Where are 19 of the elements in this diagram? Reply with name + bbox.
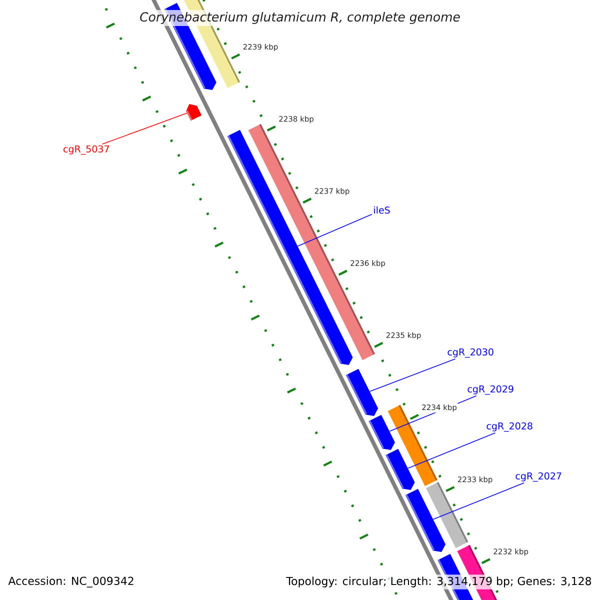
- leader-line: [369, 358, 456, 392]
- gene-block: [405, 488, 446, 552]
- accession-note: Accession: NC_009342: [6, 574, 136, 590]
- gene-label: cgR_2027: [516, 472, 562, 482]
- title: Corynebacterium glutamicum R, complete genome: [138, 10, 462, 26]
- gene-block: [368, 414, 395, 450]
- leader-line: [102, 112, 188, 145]
- genome-summary: Topology: circular; Length: 3,314,179 bp; Genes: 3,128: [284, 574, 594, 590]
- leader-line: [432, 482, 524, 520]
- gene-label: cgR_2028: [486, 422, 532, 432]
- gene-block: [346, 368, 378, 416]
- gene-label: ileS: [374, 206, 390, 214]
- gene-label: cgR_2029: [468, 385, 514, 395]
- leader-line: [297, 214, 372, 247]
- gene-block: [386, 448, 415, 490]
- gene-block: [186, 104, 202, 121]
- leader-line: [408, 432, 496, 469]
- gene-label: cgR_2030: [448, 348, 494, 358]
- gene-label: cgR_5037: [64, 145, 109, 155]
